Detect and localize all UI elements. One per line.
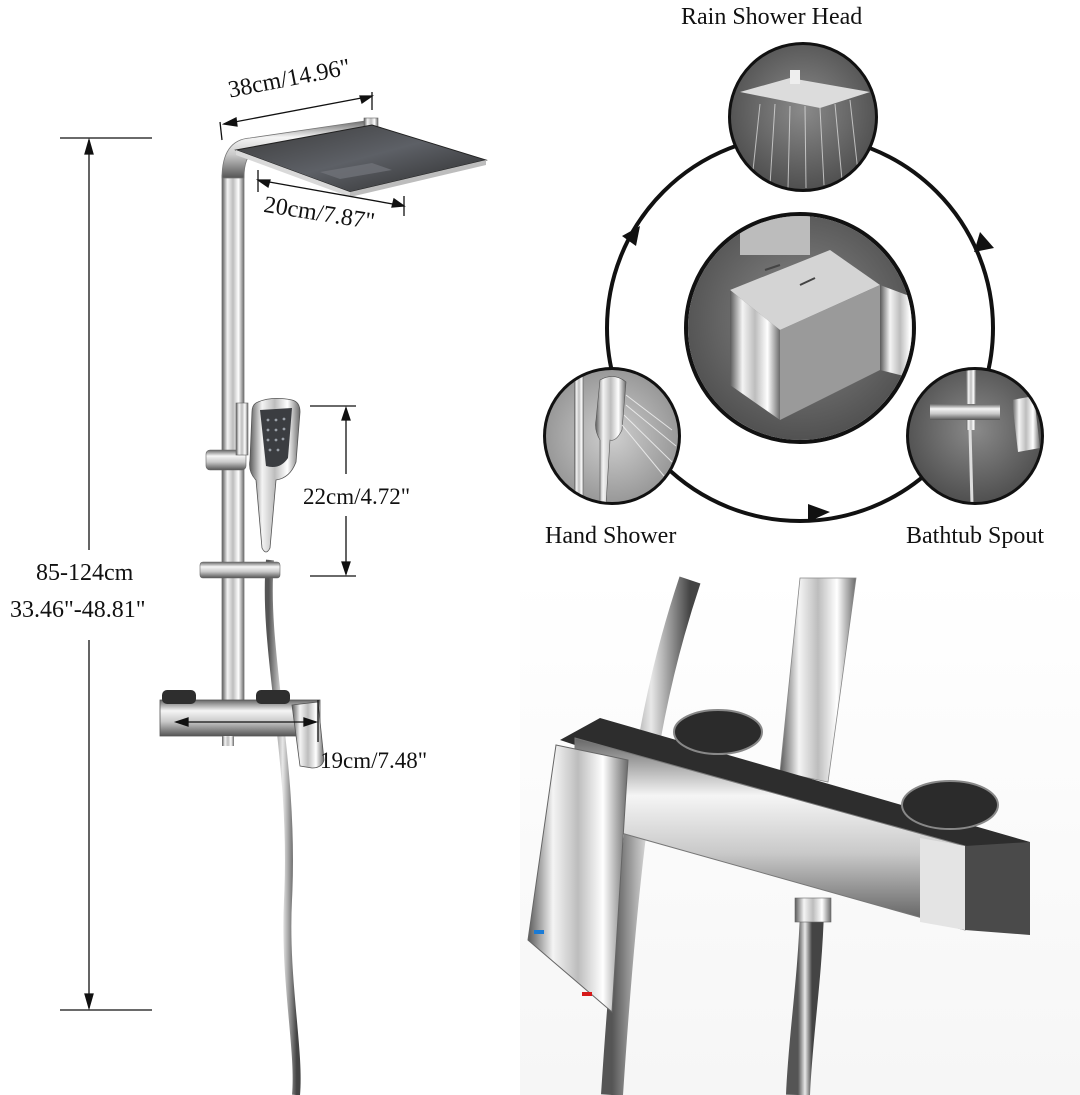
bathtub-spout-photo [906, 367, 1044, 505]
mixer-closeup-photo [520, 575, 1080, 1095]
shower-column-product [159, 117, 488, 1095]
hand-shower [249, 398, 301, 553]
thermostatic-mixer [159, 690, 325, 769]
cycle-arrow-right-icon [974, 232, 994, 252]
mixer-width-label: 19cm/7.48" [320, 748, 428, 773]
bathtub-spout-label: Bathtub Spout [906, 523, 1045, 549]
rain-shower-head [234, 124, 488, 197]
column-height-in-label: 33.46"-48.81" [10, 597, 146, 623]
column-height-cm-label: 85-124cm [36, 560, 134, 586]
rain-shower-head-label: Rain Shower Head [681, 4, 863, 30]
hand-shower-label: Hand Shower [545, 523, 677, 549]
hand-shower-photo [543, 367, 681, 505]
cycle-arrow-left-icon [622, 226, 640, 246]
cycle-arrow-bottom-icon [808, 504, 830, 522]
rain-shower-head-photo [728, 42, 878, 192]
shower-hose [264, 559, 301, 1095]
hand-shower-length-label: 22cm/4.72" [303, 484, 411, 509]
dimension-lines [60, 92, 406, 1011]
diverter-knob-closeup [684, 212, 916, 444]
function-diagram [543, 42, 1044, 523]
